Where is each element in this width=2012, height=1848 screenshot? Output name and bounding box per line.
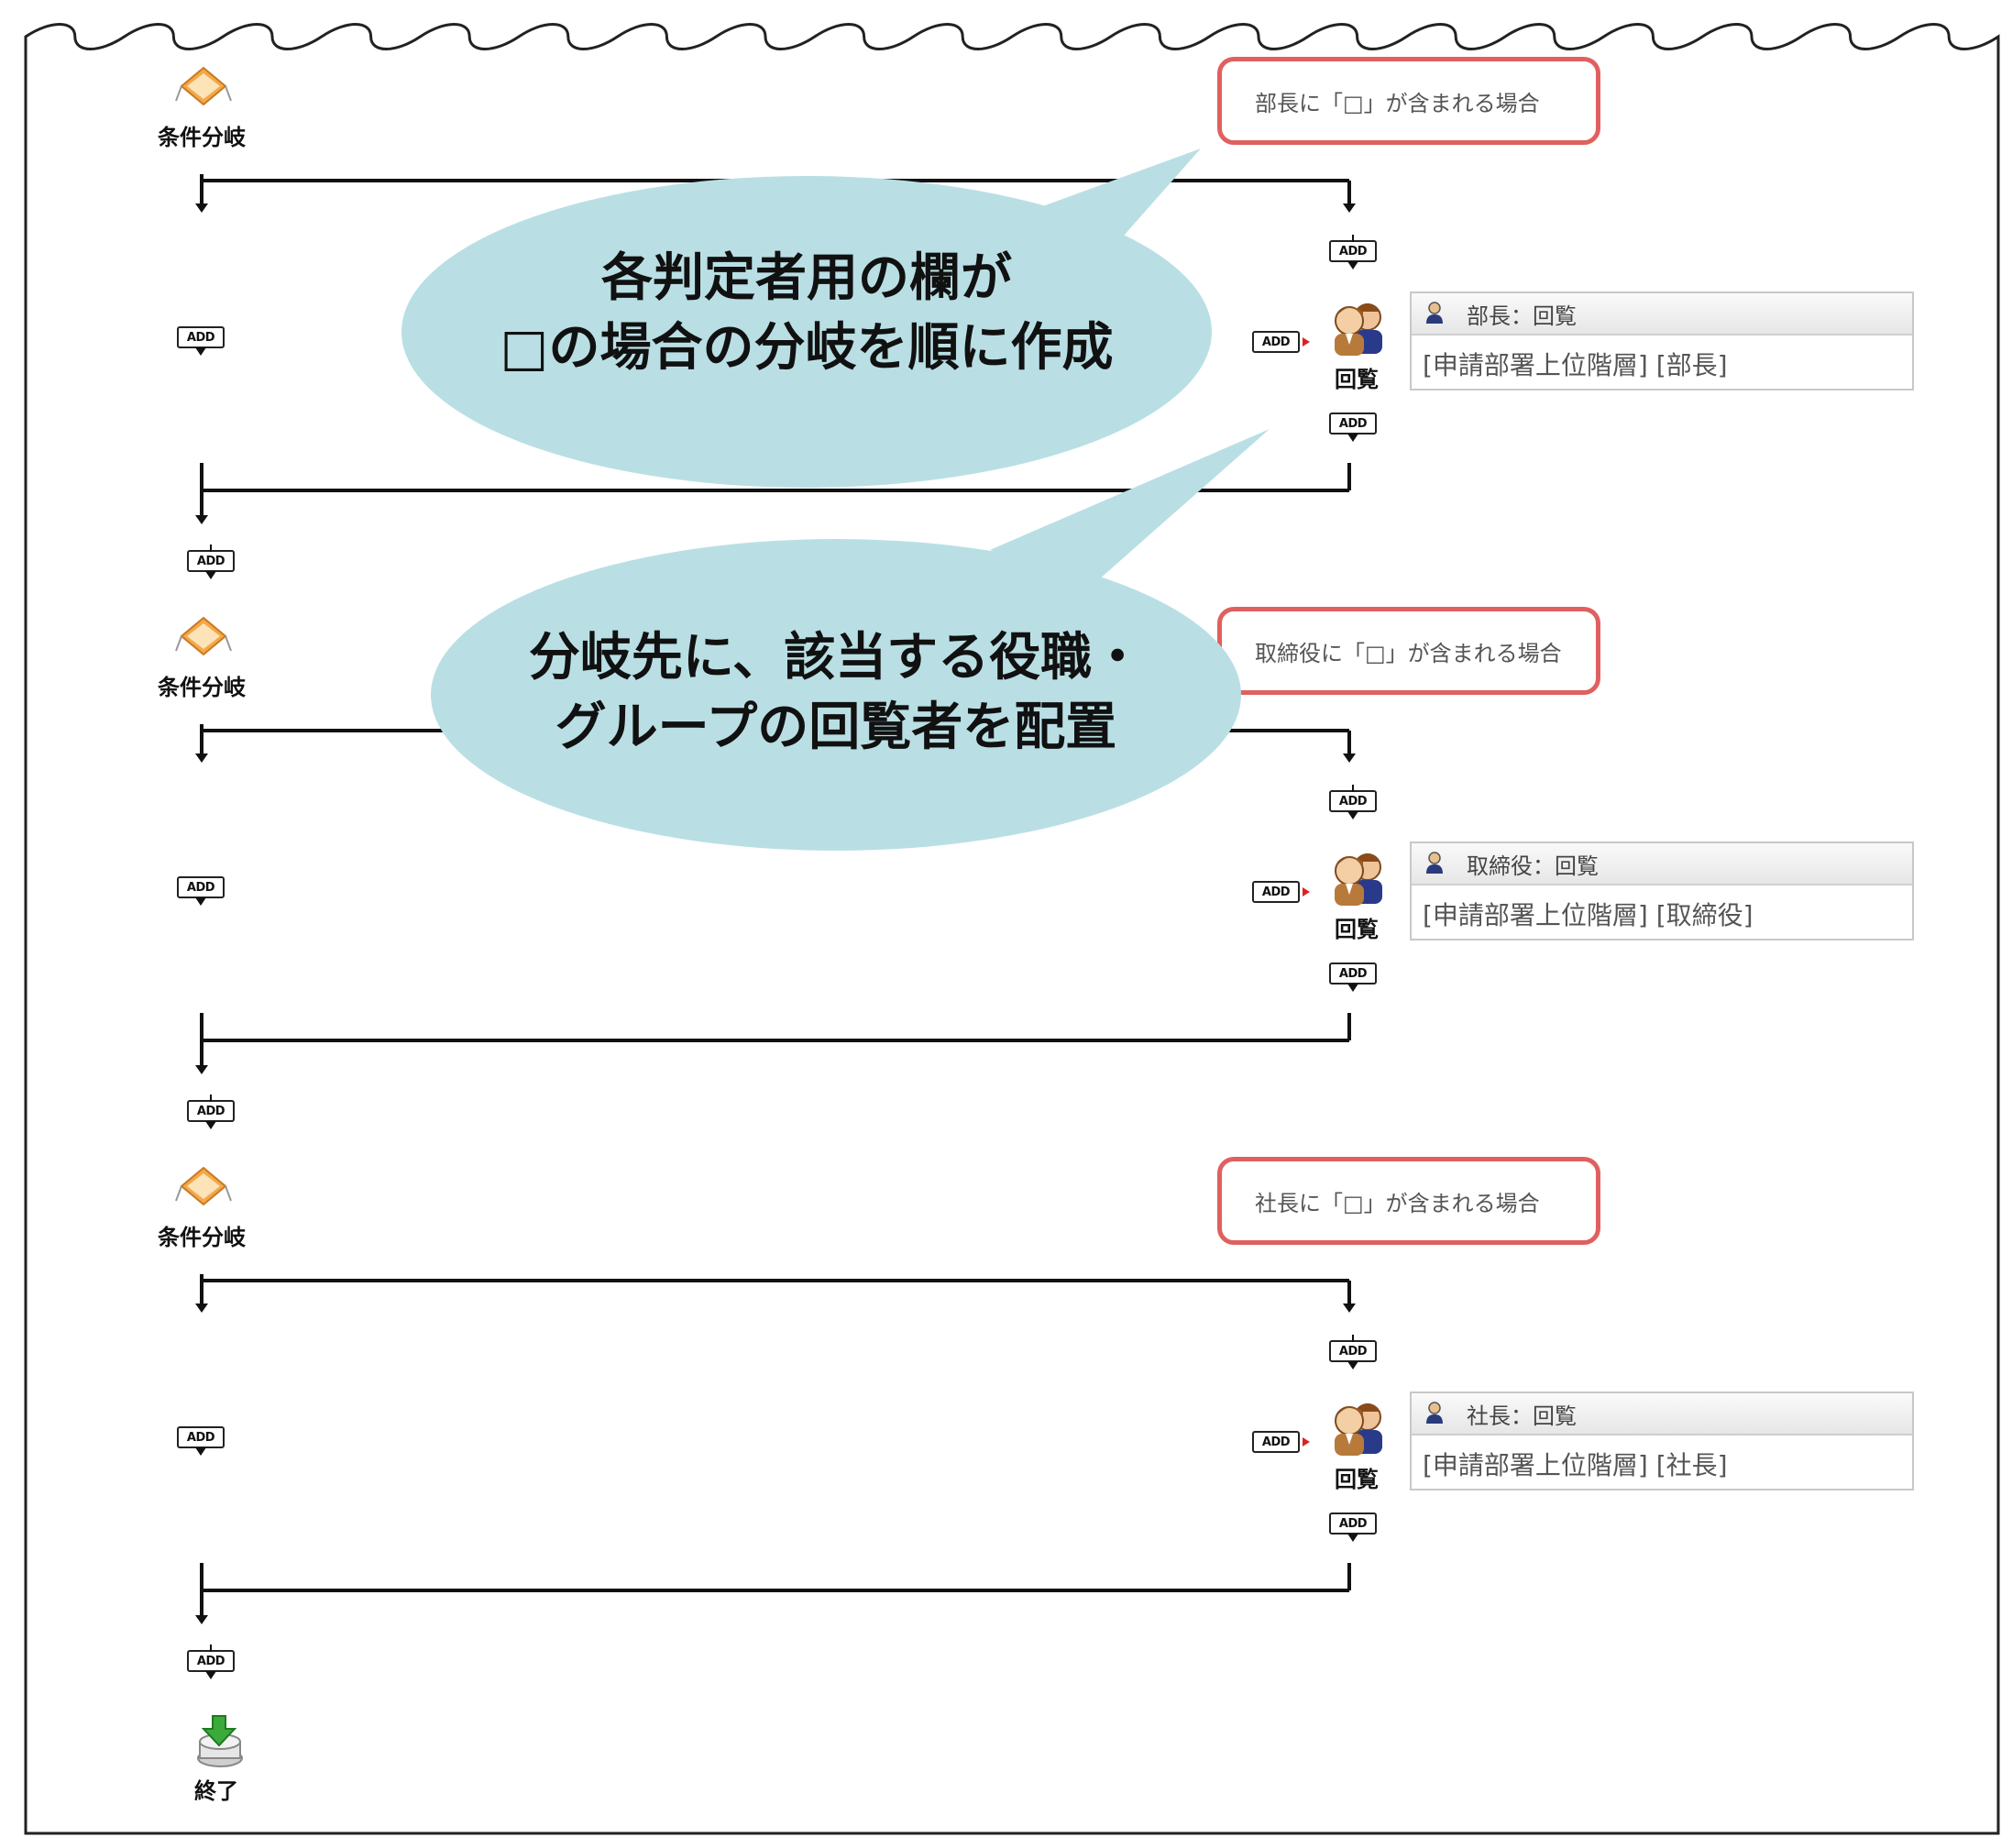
add-side-step[interactable]: ADD [1252,331,1310,353]
add-side-step[interactable]: ADD [1252,1431,1310,1453]
add-after-step[interactable]: ADD [1329,962,1377,992]
approval-step-card[interactable]: 社長：回覧 [申請部署上位階層] [社長] [1410,1392,1914,1490]
step-title: 部長：回覧 [1467,302,1577,329]
add-before-step[interactable]: ADD [1329,1335,1377,1370]
add-after-branch[interactable]: ADD [187,544,235,579]
end-label: 終了 [194,1778,238,1804]
callout-middle-line2: グループの回覧者を配置 [555,698,1117,757]
approval-step-card[interactable]: 取締役：回覧 [申請部署上位階層] [取締役] [1410,842,1914,940]
kairan-label: 回覧 [1335,917,1379,942]
add-after-step[interactable]: ADD [1329,412,1377,442]
add-after-step[interactable]: ADD [1329,1512,1377,1542]
callout-top-line1: 各判定者用の欄が [601,248,1012,308]
end-icon [197,1715,243,1767]
add-left-branch[interactable]: ADD [177,1426,225,1456]
kairan-group-icon[interactable] [1327,1399,1388,1461]
callout-top-text: 各判定者用の欄が □の場合の分岐を順に作成 [403,244,1210,383]
step-title: 社長：回覧 [1467,1402,1577,1429]
step-card-header: 社長：回覧 [1412,1393,1912,1436]
condition-text-box[interactable]: 社長に「□」が含まれる場合 [1217,1157,1600,1245]
person-icon [1426,1402,1443,1424]
callout-middle-text: 分岐先に、該当する役職・ グループの回覧者を配置 [433,623,1239,763]
add-left-branch[interactable]: ADD [177,876,225,906]
condition-text-box[interactable]: 部長に「□」が含まれる場合 [1217,57,1600,145]
end-node[interactable] [191,1714,246,1769]
step-card-header: 取締役：回覧 [1412,843,1912,886]
callout-top-line2: □の場合の分岐を順に作成 [500,318,1114,378]
callout-top-shape [401,148,1212,488]
add-after-branch[interactable]: ADD [187,1644,235,1679]
condition-branch-icon[interactable] [174,1164,233,1212]
condition-branch-icon[interactable] [174,64,233,112]
add-left-branch[interactable]: ADD [177,326,225,356]
kairan-label: 回覧 [1335,367,1379,392]
kairan-label: 回覧 [1335,1467,1379,1492]
condition-branch-label: 条件分岐 [158,1225,246,1250]
condition-branch-label: 条件分岐 [158,675,246,700]
kairan-group-icon[interactable] [1327,849,1388,911]
condition-branch-icon[interactable] [174,614,233,662]
add-side-step[interactable]: ADD [1252,881,1310,903]
add-before-step[interactable]: ADD [1329,235,1377,270]
step-title: 取締役：回覧 [1467,852,1599,879]
kairan-group-icon[interactable] [1327,299,1388,361]
step-target: [申請部署上位階層] [社長] [1423,1450,1728,1480]
condition-branch-label: 条件分岐 [158,125,246,150]
person-icon [1426,302,1443,324]
step-card-header: 部長：回覧 [1412,293,1912,336]
approval-step-card[interactable]: 部長：回覧 [申請部署上位階層] [部長] [1410,292,1914,390]
condition-text-box[interactable]: 取締役に「□」が含まれる場合 [1217,607,1600,695]
callout-middle-shape [431,429,1270,851]
add-after-branch[interactable]: ADD [187,1094,235,1129]
step-target: [申請部署上位階層] [取締役] [1423,900,1754,930]
add-before-step[interactable]: ADD [1329,785,1377,820]
person-icon [1426,852,1443,874]
callout-middle-line1: 分岐先に、該当する役職・ [528,628,1144,688]
step-target: [申請部署上位階層] [部長] [1423,350,1728,380]
